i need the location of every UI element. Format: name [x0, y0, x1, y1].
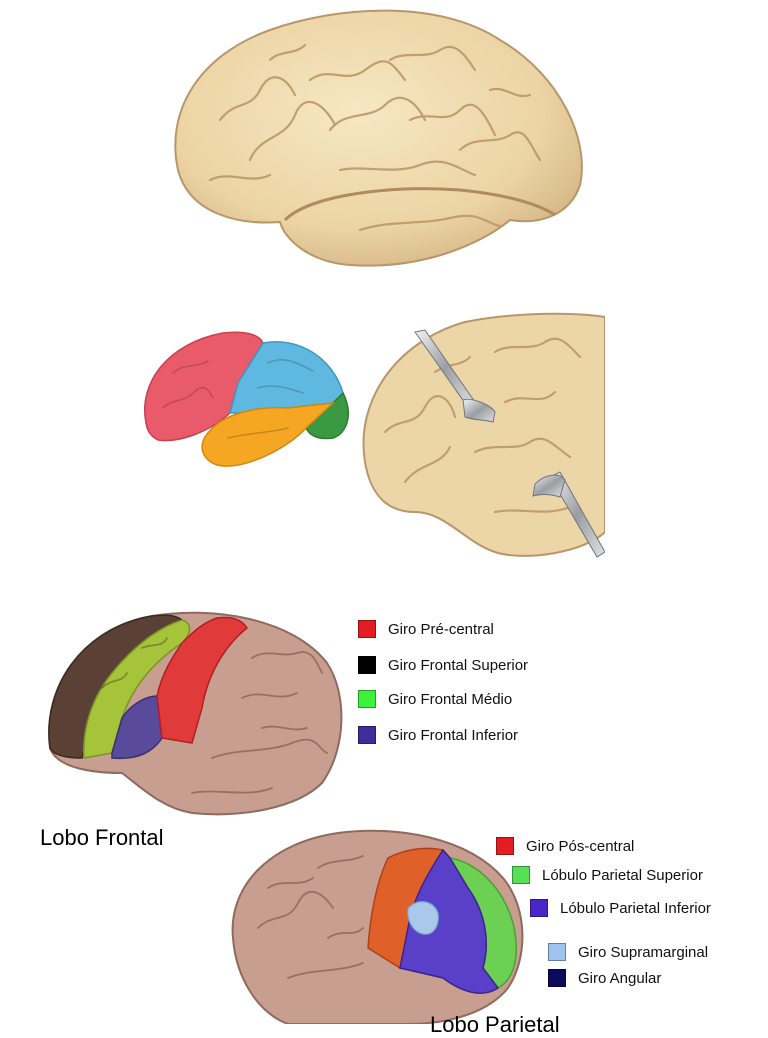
legend-swatch — [358, 656, 376, 674]
legend-swatch — [496, 837, 514, 855]
brain-lobes-colored-illustration — [144, 331, 349, 467]
legend-label: Giro Pré-central — [388, 620, 494, 638]
brain-retractors-illustration — [362, 312, 605, 558]
legend-item-postcentral-gyrus: Giro Pós-central — [496, 837, 634, 855]
temporal-lobe — [201, 402, 336, 467]
temporal-lobe-fold — [283, 187, 556, 222]
legend-label: Lóbulo Parietal Superior — [542, 866, 703, 884]
legend-item-precentral-gyrus: Giro Pré-central — [358, 620, 494, 638]
cerebrum-closeup — [362, 312, 605, 557]
legend-label: Giro Frontal Médio — [388, 690, 513, 708]
frontal-lobe-caption: Lobo Frontal — [40, 825, 164, 850]
legend-item-middle-frontal-gyrus: Giro Frontal Médio — [358, 690, 512, 708]
legend-label: Giro Supramarginal — [578, 943, 709, 961]
legend-label: Giro Frontal Inferior — [388, 726, 519, 744]
precentral-gyrus — [156, 616, 248, 744]
retractor-lower — [532, 471, 605, 558]
gyri-lines — [208, 43, 542, 232]
legend-item-inferior-frontal-gyrus: Giro Frontal Inferior — [358, 726, 518, 744]
frontal-lobe-gyri-illustration — [48, 611, 343, 816]
legend-item-superior-parietal-lobule: Lóbulo Parietal Superior — [512, 866, 703, 884]
legend-item-superior-frontal-gyrus: Giro Frontal Superior — [358, 656, 528, 674]
brain-lateral-view-illustration — [174, 9, 583, 267]
cerebrum-shape — [174, 9, 583, 267]
legend-label: Giro Pós-central — [526, 837, 635, 855]
parietal-lobe-gyri-illustration — [231, 829, 524, 1024]
supramarginal-gyrus — [407, 901, 439, 935]
legend-item-inferior-parietal-lobule: Lóbulo Parietal Inferior — [530, 899, 711, 917]
legend-swatch — [512, 866, 530, 884]
legend-swatch — [358, 690, 376, 708]
legend-swatch — [530, 899, 548, 917]
legend-label: Giro Angular — [578, 969, 662, 987]
legend-label: Lóbulo Parietal Inferior — [560, 899, 711, 917]
legend-item-angular-gyrus: Giro Angular — [548, 969, 661, 987]
legend-swatch — [358, 726, 376, 744]
legend-swatch — [358, 620, 376, 638]
parietal-lobe-caption: Lobo Parietal — [430, 1012, 560, 1037]
legend-swatch — [548, 943, 566, 961]
legend-swatch — [548, 969, 566, 987]
occipital-lobe — [305, 391, 349, 440]
retractor-upper — [414, 329, 496, 423]
inferior-parietal-lobule — [399, 848, 500, 994]
legend-item-supramarginal-gyrus: Giro Supramarginal — [548, 943, 708, 961]
legend-label: Giro Frontal Superior — [388, 656, 529, 674]
